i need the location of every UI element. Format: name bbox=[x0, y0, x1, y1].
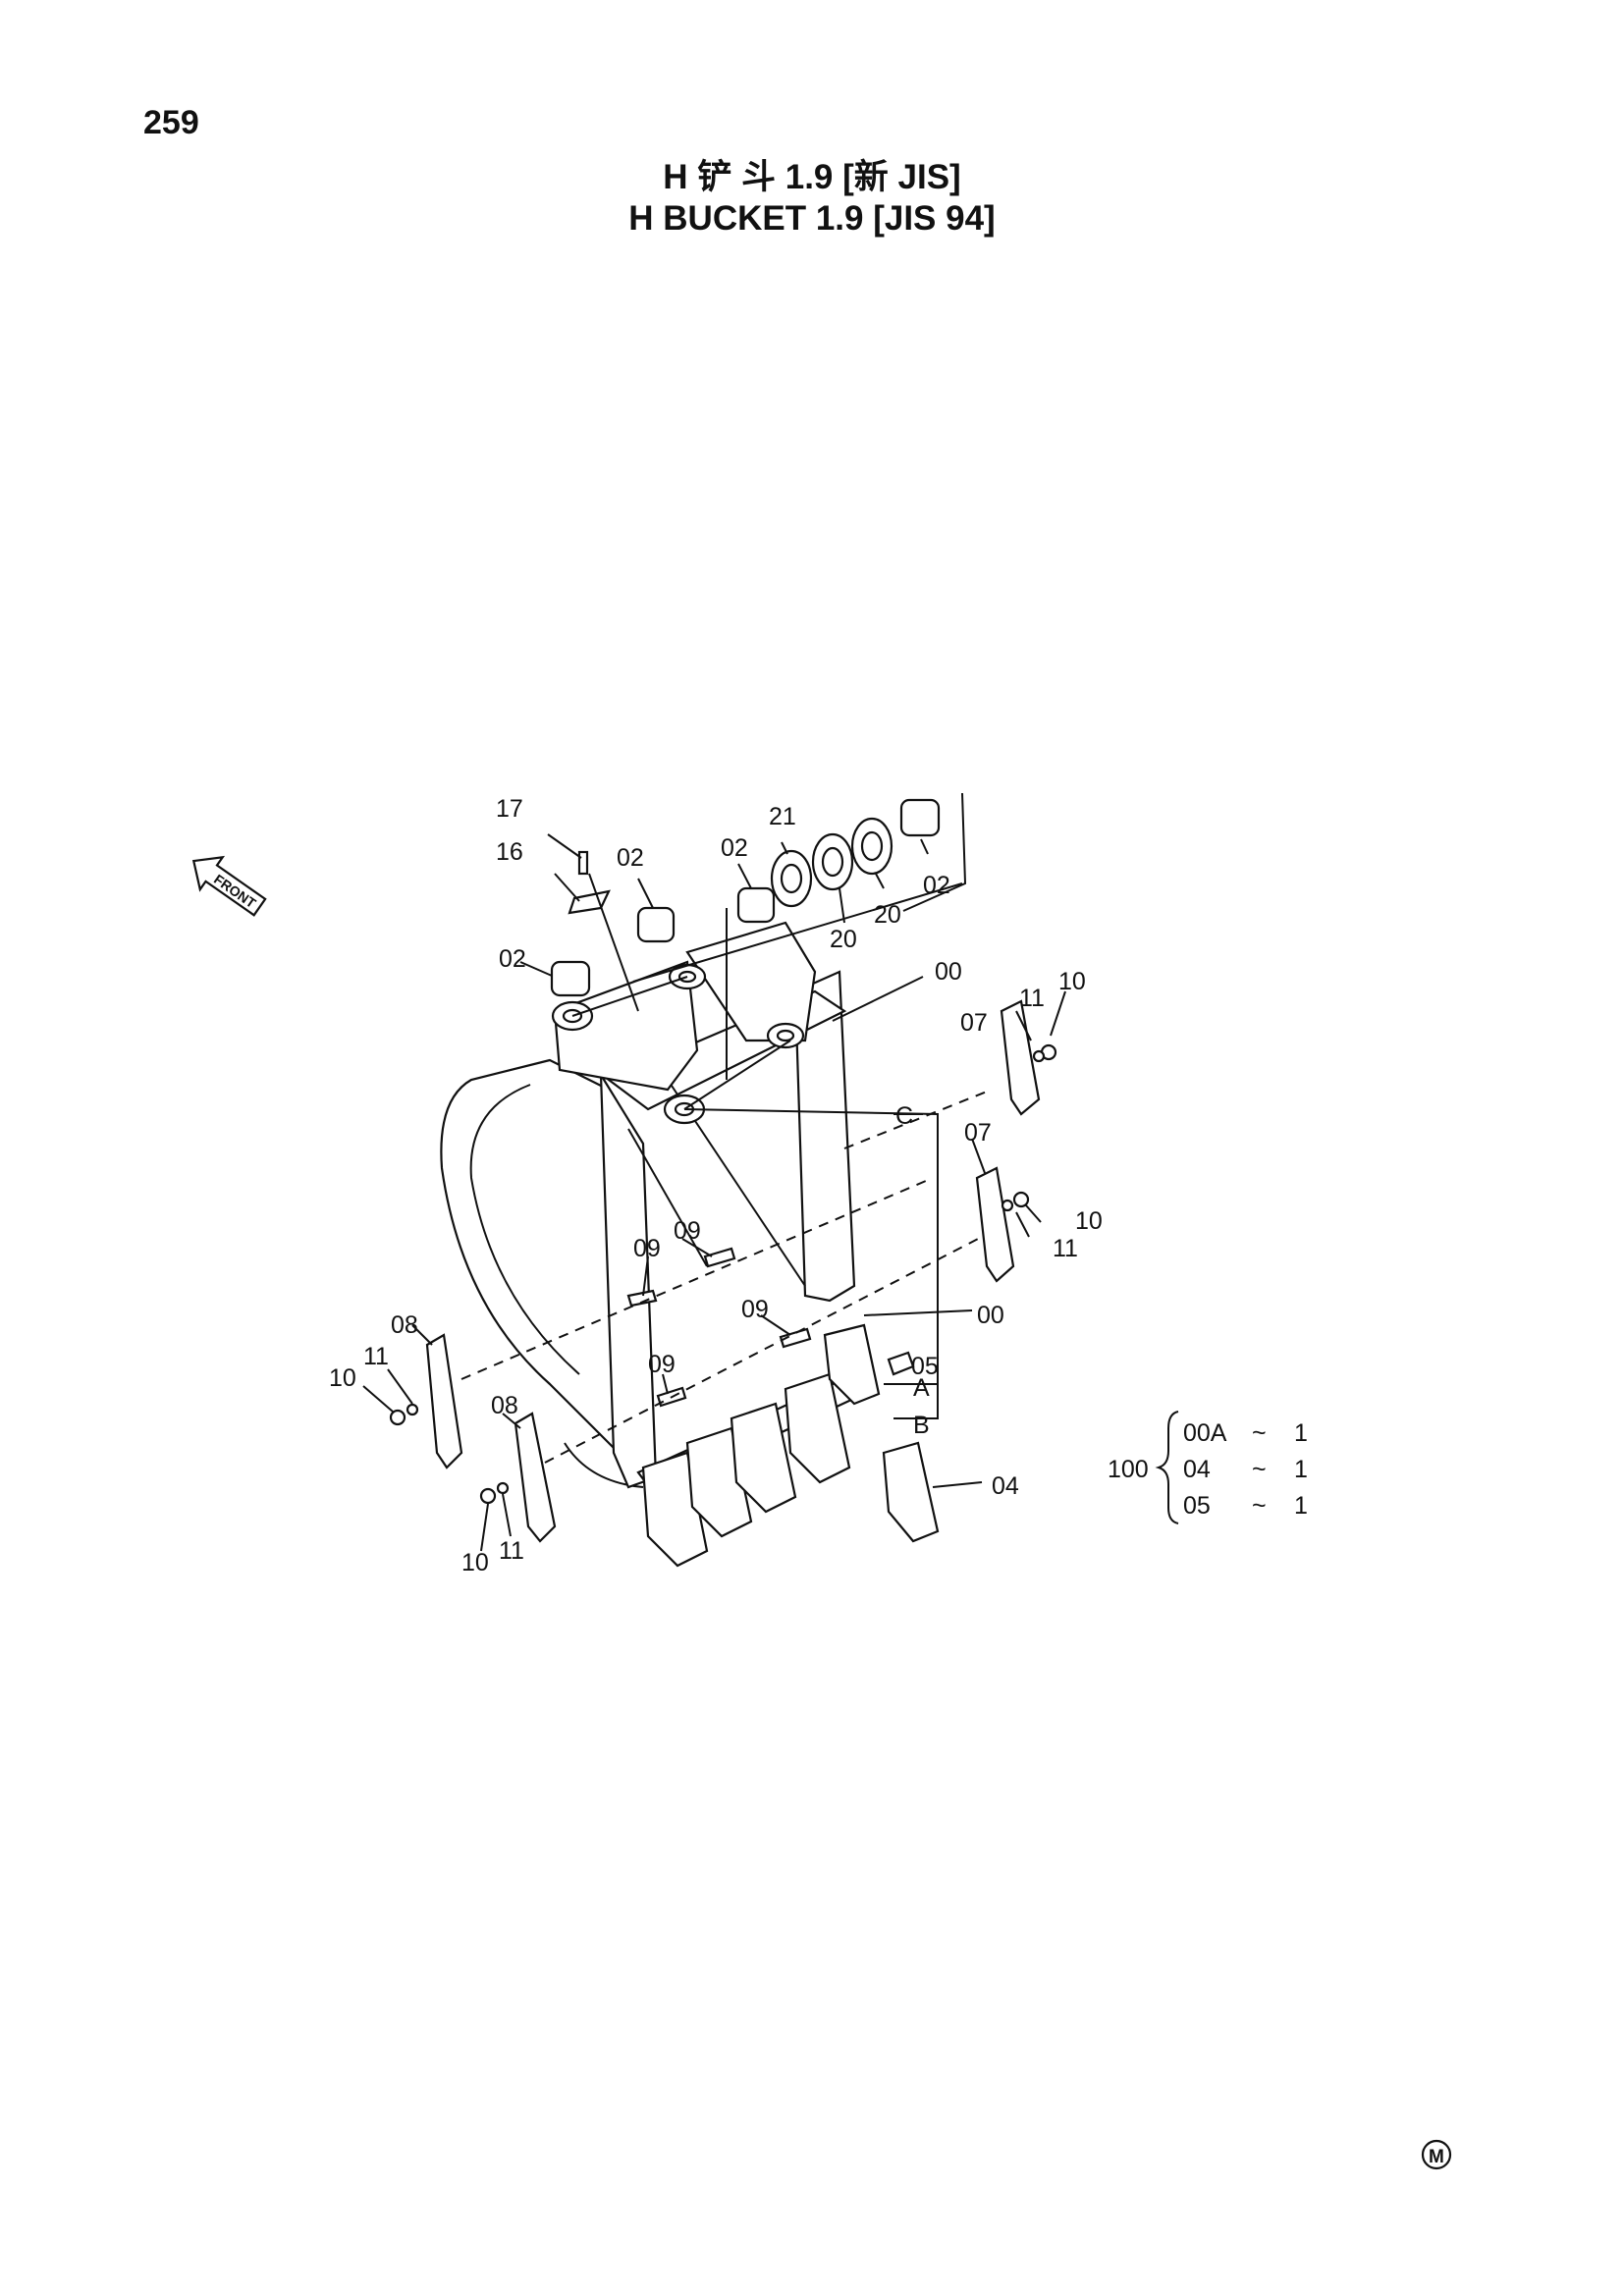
page-number: 259 bbox=[143, 104, 199, 141]
callout-21: 21 bbox=[769, 803, 796, 830]
kit-bracket bbox=[1155, 1411, 1179, 1524]
callout-16: 16 bbox=[496, 838, 523, 866]
circled-m-mark: M bbox=[1421, 2139, 1452, 2170]
callout-10: 10 bbox=[329, 1364, 356, 1392]
bushings-02 bbox=[550, 798, 941, 997]
tooth-part-04 bbox=[882, 1441, 940, 1543]
callout-17: 17 bbox=[496, 795, 523, 823]
front-arrow-icon: FRONT bbox=[191, 855, 267, 917]
pin-17 bbox=[577, 850, 589, 876]
bolts-09 bbox=[626, 1247, 812, 1408]
side-cutter-08-right bbox=[514, 1412, 557, 1543]
nuts-washers bbox=[389, 1043, 1057, 1505]
circled-m-letter: M bbox=[1429, 2147, 1444, 2167]
callout-09: 09 bbox=[648, 1351, 676, 1378]
kit-number: 100 bbox=[1108, 1456, 1149, 1483]
callout-02: 02 bbox=[499, 945, 526, 973]
callout-02: 02 bbox=[923, 872, 950, 899]
callout-B: B bbox=[913, 1412, 930, 1439]
title-english: H BUCKET 1.9 [JIS 94] bbox=[628, 199, 996, 238]
callout-11: 11 bbox=[363, 1343, 389, 1370]
callout-00: 00 bbox=[977, 1302, 1004, 1329]
callout-05: 05 bbox=[911, 1353, 939, 1380]
kit-row-sep: ~ bbox=[1252, 1419, 1267, 1447]
side-cutter-07-lower bbox=[975, 1166, 1015, 1283]
callout-08: 08 bbox=[391, 1311, 418, 1339]
kit-row-qty: 1 bbox=[1294, 1419, 1308, 1447]
callout-09: 09 bbox=[674, 1217, 701, 1245]
callout-02: 02 bbox=[617, 844, 644, 872]
leader-lines bbox=[362, 792, 1066, 1552]
callout-00: 00 bbox=[935, 958, 962, 986]
side-cutter-08-left bbox=[425, 1333, 463, 1469]
kit-row-code: 05 bbox=[1183, 1492, 1211, 1520]
bucket-teeth bbox=[641, 1323, 881, 1568]
callout-09: 09 bbox=[633, 1235, 661, 1262]
callout-10: 10 bbox=[1058, 968, 1086, 995]
callout-20: 20 bbox=[874, 901, 901, 929]
kit-row-sep: ~ bbox=[1252, 1456, 1267, 1483]
callout-11: 11 bbox=[1053, 1235, 1078, 1262]
callout-A: A bbox=[913, 1374, 930, 1402]
callout-07: 07 bbox=[960, 1009, 988, 1037]
callout-04: 04 bbox=[992, 1472, 1019, 1500]
kit-row-qty: 1 bbox=[1294, 1492, 1308, 1520]
callout-02: 02 bbox=[721, 834, 748, 862]
callout-10: 10 bbox=[461, 1549, 489, 1576]
shims bbox=[770, 817, 893, 908]
kit-row-qty: 1 bbox=[1294, 1456, 1308, 1483]
side-cutter-07-upper bbox=[1000, 999, 1041, 1116]
kit-row-sep: ~ bbox=[1252, 1492, 1267, 1520]
callout-07: 07 bbox=[964, 1119, 992, 1147]
callout-09: 09 bbox=[741, 1296, 769, 1323]
callout-11: 11 bbox=[499, 1537, 524, 1565]
callout-10: 10 bbox=[1075, 1207, 1103, 1235]
callout-labels: 17 16 02 02 21 02 20 20 02 00 11 10 07 C… bbox=[329, 795, 1103, 1576]
callout-11: 11 bbox=[1019, 985, 1045, 1012]
callout-20: 20 bbox=[830, 926, 857, 953]
kit-listing: 100 00A ~ 1 04 ~ 1 05 ~ 1 bbox=[1108, 1419, 1308, 1520]
callout-C: C bbox=[895, 1102, 913, 1130]
kit-row-code: 04 bbox=[1183, 1456, 1211, 1483]
callout-08: 08 bbox=[491, 1392, 518, 1419]
kit-row-code: 00A bbox=[1183, 1419, 1227, 1447]
title-chinese: H 铲 斗 1.9 [新 JIS] bbox=[663, 158, 961, 196]
